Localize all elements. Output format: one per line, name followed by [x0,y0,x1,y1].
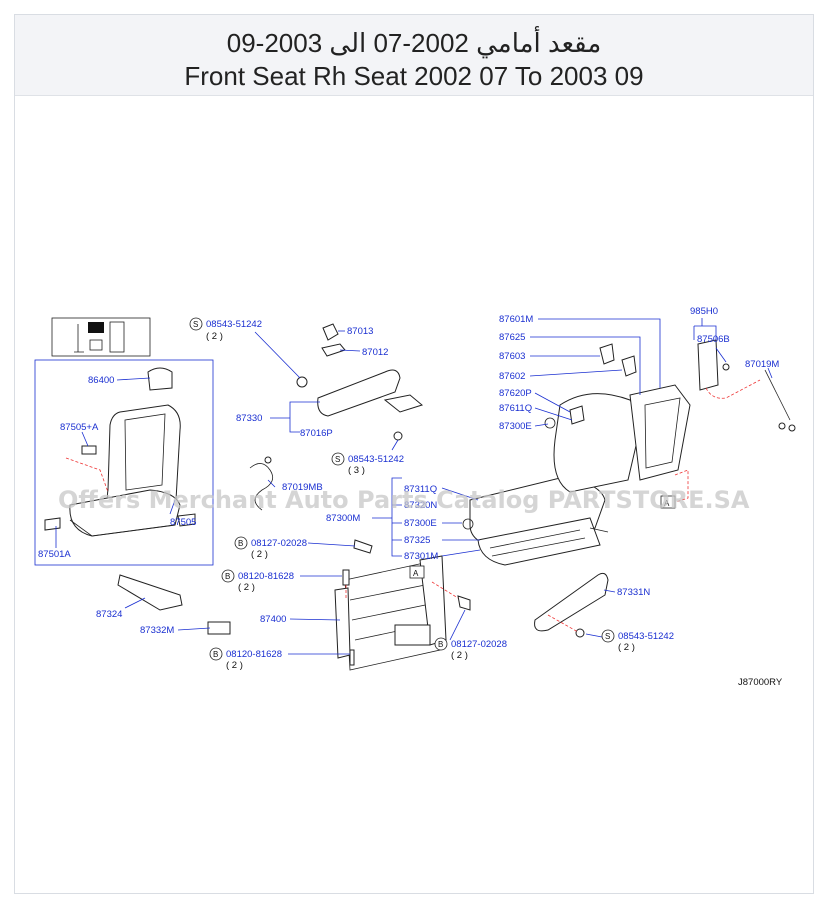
label-87330: 87330 [236,413,262,424]
label-985H0: 985H0 [690,306,718,317]
svg-text:08543-51242: 08543-51242 [618,631,674,642]
seat-assembly-box [34,359,214,566]
label-87332M: 87332M [140,625,174,636]
label-87506B: 87506B [697,334,730,345]
svg-text:S: S [193,320,198,329]
svg-text:( 2 ): ( 2 ) [238,582,255,593]
part-87330-shape [317,369,401,417]
harness-87019MB-shape [249,463,274,511]
page-header: مقعد أمامي 2002-07 الى 2003-09 Front Sea… [15,15,813,96]
part-87332M-shape [207,621,231,635]
svg-text:( 2 ): ( 2 ) [618,642,635,653]
label-87013: 87013 [347,326,373,337]
part-labels: 86400 87505+A 87505 87501A 87324 87332M … [38,306,779,636]
label-87019MB: 87019MB [282,482,323,493]
label-87625: 87625 [499,332,525,343]
label-87505A: 87505+A [60,422,99,433]
svg-text:08120-81628: 08120-81628 [238,571,294,582]
label-87300E: 87300E [404,518,437,529]
label-87601M: 87601M [499,314,533,325]
svg-text:B: B [238,539,243,548]
label-87301M: 87301M [404,551,438,562]
label-87400: 87400 [260,614,286,625]
svg-text:08127-02028: 08127-02028 [451,639,507,650]
seat-assembly-illustration [44,367,196,537]
vehicle-locator-inset [51,317,151,357]
label-87331N: 87331N [617,587,650,598]
part-985H0-shape [697,339,719,391]
label-87320N: 87320N [404,500,437,511]
svg-text:( 3 ): ( 3 ) [348,465,365,476]
fastener-labels: 08543-51242 ( 2 ) 08543-51242 ( 3 ) 0812… [206,319,674,671]
screw-icon [296,376,308,388]
fastener-symbols: S S B B B B S [189,317,615,661]
ref-box-a-2: A [409,565,425,579]
svg-text:08543-51242: 08543-51242 [348,454,404,465]
screw-icon [575,628,585,638]
label-87324: 87324 [96,609,122,620]
parts-diagram: A A S S B B B B S 86400 87505+A 87505 87… [34,306,796,688]
seat-back-illustration [544,343,691,493]
part-87016P-shape [383,394,424,413]
label-87505: 87505 [170,517,196,528]
label-87603: 87603 [499,351,525,362]
svg-text:( 2 ): ( 2 ) [251,549,268,560]
leader-lines [55,318,773,655]
ref-box-a-1: A [660,469,689,509]
label-87019M: 87019M [745,359,779,370]
svg-text:S: S [335,455,340,464]
label-87300M: 87300M [326,513,360,524]
svg-text:A: A [664,499,670,508]
watermark: Offers Merchant Auto Parts Catalog PARTS… [58,486,750,514]
label-87620P: 87620P [499,388,532,399]
label-87611Q: 87611Q [499,403,532,414]
svg-text:( 2 ): ( 2 ) [451,650,468,661]
label-87501A: 87501A [38,549,71,560]
svg-text:B: B [225,572,230,581]
seat-frame-illustration [334,539,471,671]
label-87300E-back: 87300E [499,421,532,432]
diagram-code: J87000RY [738,677,783,688]
svg-text:B: B [438,640,443,649]
label-87602: 87602 [499,371,525,382]
part-87013-shape [322,323,339,341]
screw-icon [393,431,403,441]
page-title-arabic: مقعد أمامي 2002-07 الى 2003-09 [226,28,602,58]
label-87311Q: 87311Q [404,484,437,495]
label-87016P: 87016P [300,428,333,439]
svg-text:A: A [413,569,419,578]
label-87012: 87012 [362,347,388,358]
svg-text:S: S [605,632,610,641]
part-87331N-shape [534,572,609,632]
harness-87019M-shape [764,369,791,421]
label-87325: 87325 [404,535,430,546]
page-title-english: Front Seat Rh Seat 2002 07 To 2003 09 [184,61,644,91]
svg-text:08127-02028: 08127-02028 [251,538,307,549]
svg-text:08543-51242: 08543-51242 [206,319,262,330]
svg-text:B: B [213,650,218,659]
svg-text:( 2 ): ( 2 ) [226,660,243,671]
svg-text:08120-81628: 08120-81628 [226,649,282,660]
part-87324-shape [117,574,183,611]
seat-cushion-illustration [462,477,609,566]
svg-text:( 2 ): ( 2 ) [206,331,223,342]
label-86400: 86400 [88,375,114,386]
